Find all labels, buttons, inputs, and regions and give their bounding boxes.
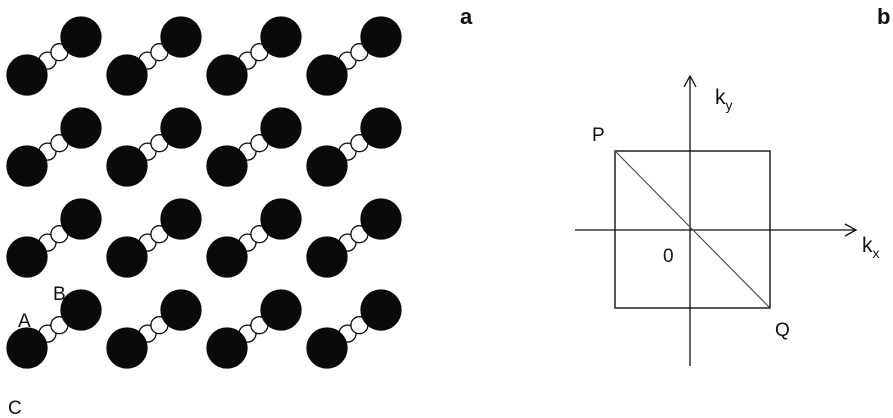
molecule — [206, 289, 302, 369]
molecule — [306, 107, 402, 187]
large-atom — [6, 327, 48, 369]
large-atom — [6, 145, 48, 187]
ky-axis-label: ky — [715, 86, 733, 113]
zone-square — [614, 150, 771, 309]
molecule — [206, 16, 302, 96]
large-atom — [160, 107, 202, 149]
molecule — [6, 198, 102, 278]
ky-letter: k — [715, 86, 726, 109]
panel-label-b: b — [877, 4, 890, 29]
panel-label-a: a — [460, 4, 473, 29]
large-atom — [206, 327, 248, 369]
molecule — [106, 198, 202, 278]
large-atom — [106, 145, 148, 187]
large-atom — [60, 198, 102, 240]
kx-subscript: x — [873, 245, 880, 261]
large-atom — [360, 198, 402, 240]
large-atom — [160, 198, 202, 240]
molecule — [106, 107, 202, 187]
brillouin-zone-diagram: b P Q 0 ky kx — [575, 4, 890, 366]
molecule — [306, 198, 402, 278]
large-atom — [160, 16, 202, 58]
molecule — [6, 16, 102, 96]
ky-subscript: y — [726, 97, 733, 113]
large-atom — [306, 327, 348, 369]
molecule — [206, 107, 302, 187]
kx-axis-label: kx — [862, 234, 880, 261]
molecule — [6, 107, 102, 187]
large-atom — [206, 236, 248, 278]
large-atom — [360, 289, 402, 331]
large-atom — [260, 16, 302, 58]
large-atom — [6, 236, 48, 278]
large-atom — [260, 198, 302, 240]
origin-label: 0 — [663, 246, 674, 267]
large-atom — [360, 107, 402, 149]
large-atom — [260, 289, 302, 331]
kx-letter: k — [862, 234, 873, 257]
molecule-lattice — [6, 16, 402, 369]
large-atom — [306, 145, 348, 187]
large-atom — [360, 16, 402, 58]
molecule — [6, 289, 102, 369]
diagonal-pq — [614, 150, 771, 309]
corner-label-q: Q — [775, 320, 790, 341]
large-atom — [306, 236, 348, 278]
large-atom — [6, 54, 48, 96]
large-atom — [106, 327, 148, 369]
site-label-b: B — [53, 284, 66, 305]
site-label-c: C — [8, 398, 22, 418]
molecule — [106, 16, 202, 96]
large-atom — [260, 107, 302, 149]
large-atom — [60, 289, 102, 331]
large-atom — [60, 107, 102, 149]
molecule — [306, 289, 402, 369]
molecule — [306, 16, 402, 96]
large-atom — [60, 16, 102, 58]
large-atom — [106, 54, 148, 96]
large-atom — [306, 54, 348, 96]
large-atom — [206, 145, 248, 187]
site-label-a: A — [18, 311, 31, 332]
molecule — [206, 198, 302, 278]
molecule — [106, 289, 202, 369]
large-atom — [206, 54, 248, 96]
large-atom — [160, 289, 202, 331]
large-atom — [106, 236, 148, 278]
corner-label-p: P — [592, 125, 605, 146]
